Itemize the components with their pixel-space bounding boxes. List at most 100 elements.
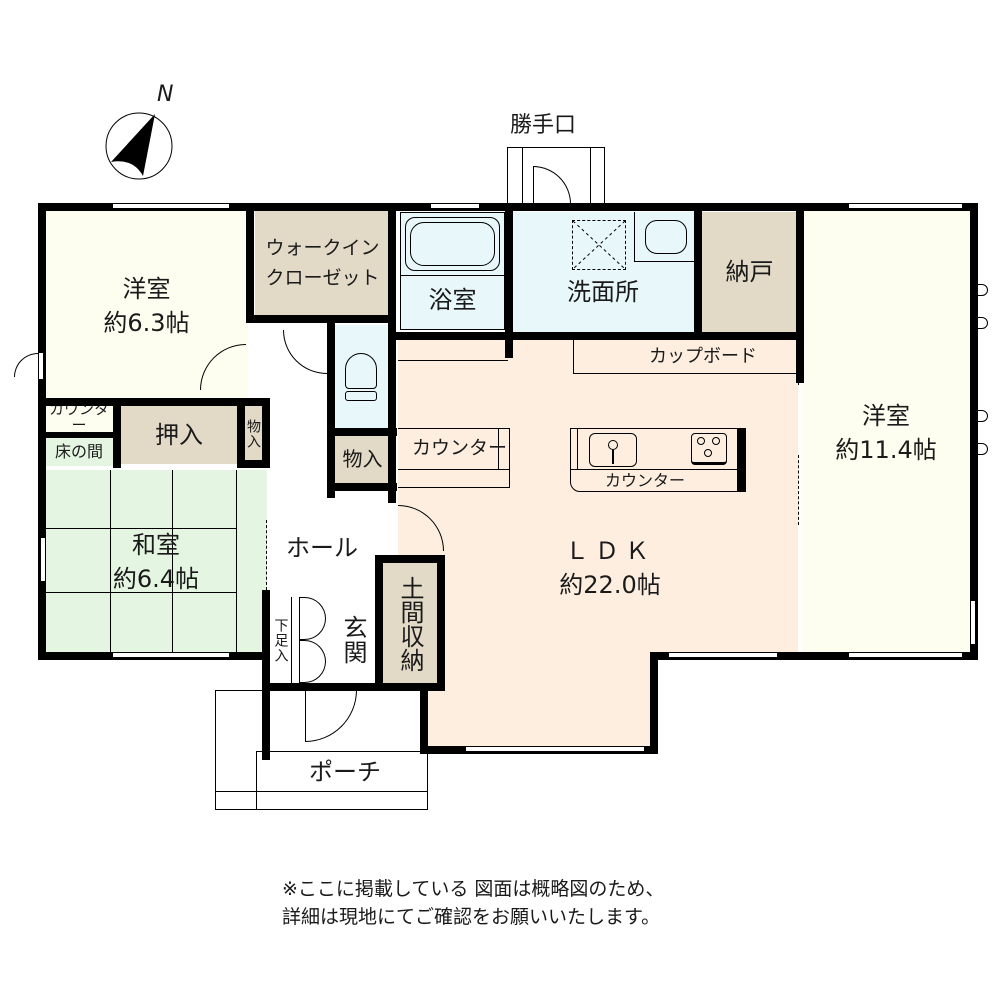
wall bbox=[327, 318, 335, 498]
ldk-upper-shelf bbox=[398, 337, 508, 361]
window bbox=[38, 352, 44, 380]
room-name: カップボード bbox=[649, 345, 757, 367]
disclaimer-line2: 詳細は現地にてご確認をお願いいたします。 bbox=[282, 906, 661, 928]
wall bbox=[650, 652, 978, 660]
room-name: ホール bbox=[286, 534, 358, 562]
sliding-door bbox=[266, 520, 267, 590]
room-name: 物入 bbox=[342, 447, 383, 471]
room-name: 物入 bbox=[245, 419, 261, 449]
ldk bbox=[398, 337, 798, 655]
sliding-door bbox=[575, 334, 620, 335]
wall bbox=[375, 555, 383, 691]
vent-icon bbox=[976, 410, 988, 422]
closet-oshiire: 押入 bbox=[121, 406, 237, 464]
room-size: 約6.4帖 bbox=[112, 564, 200, 593]
counter-corner: カウンター bbox=[45, 401, 113, 433]
room-name: 納戸 bbox=[725, 258, 774, 286]
room-name: 洋室 bbox=[862, 401, 910, 430]
room-name-line1: ウォークイン bbox=[265, 236, 380, 259]
western-room-2: 洋室 約11.4帖 bbox=[802, 210, 970, 655]
wash-basin-icon bbox=[634, 212, 696, 262]
room-name: 洋室 bbox=[122, 275, 171, 303]
washroom: 洗面所 bbox=[512, 212, 696, 332]
wall bbox=[650, 652, 658, 754]
counter-label: カウンター bbox=[412, 437, 508, 459]
window bbox=[430, 203, 480, 209]
counter-label: カウンター bbox=[605, 471, 686, 490]
wall bbox=[237, 398, 245, 468]
hall-door-swing bbox=[283, 330, 327, 374]
ldk-counter-left: カウンター bbox=[398, 428, 510, 488]
vent-icon bbox=[976, 284, 988, 296]
room-size: 約22.0帖 bbox=[559, 570, 661, 599]
room-name: 床の間 bbox=[54, 442, 103, 461]
storeroom: 納戸 bbox=[702, 212, 797, 332]
window bbox=[668, 652, 778, 658]
room-name: 浴室 bbox=[428, 286, 477, 314]
kitchen-counter: カウンター bbox=[570, 428, 746, 492]
wall bbox=[237, 460, 270, 468]
wall bbox=[246, 315, 396, 323]
room-size: 約11.4帖 bbox=[835, 435, 937, 464]
wall bbox=[262, 590, 270, 760]
ldk-label: ＬＤＫ 約22.0帖 bbox=[500, 530, 720, 605]
wall bbox=[388, 203, 396, 503]
wall bbox=[437, 555, 445, 691]
room-name: 押入 bbox=[155, 421, 203, 449]
wall bbox=[262, 683, 437, 691]
storage-small-1: 物入 bbox=[244, 406, 262, 462]
ldk-lower bbox=[428, 650, 653, 750]
window bbox=[848, 652, 963, 658]
hall: ホール bbox=[272, 525, 372, 571]
wall bbox=[38, 203, 46, 658]
north-arrow-icon bbox=[105, 112, 173, 180]
porch: ポーチ bbox=[290, 752, 400, 792]
sink-icon bbox=[589, 433, 637, 467]
room-name: 和室 bbox=[132, 530, 180, 559]
vent-icon bbox=[976, 317, 988, 329]
wall bbox=[38, 432, 118, 438]
window bbox=[40, 537, 46, 582]
room-name: 洗面所 bbox=[567, 278, 639, 306]
cupboard: カップボード bbox=[573, 340, 797, 374]
window bbox=[848, 203, 963, 209]
wall bbox=[327, 428, 397, 436]
wall bbox=[38, 398, 270, 406]
shoe-storage: 下足入 bbox=[270, 597, 292, 683]
wall bbox=[327, 483, 397, 491]
compass-north-label: N bbox=[157, 82, 174, 107]
toilet-icon bbox=[345, 353, 377, 389]
window bbox=[465, 746, 645, 752]
compass: N bbox=[105, 82, 173, 180]
back-door-label: 勝手口 bbox=[510, 113, 577, 138]
tokonoma: 床の間 bbox=[45, 438, 113, 466]
bathtub-icon bbox=[405, 217, 500, 271]
room-size: 約6.3帖 bbox=[103, 309, 190, 337]
wall bbox=[246, 203, 254, 323]
wall bbox=[505, 203, 513, 358]
wall bbox=[262, 398, 270, 468]
toilet bbox=[335, 325, 390, 428]
tatami-lines bbox=[45, 470, 267, 653]
washing-machine-pan bbox=[572, 220, 626, 270]
bathroom: 浴室 bbox=[400, 212, 505, 330]
disclaimer-line1: ※ここに掲載している 図面は概略図のため、 bbox=[282, 878, 665, 900]
vent-icon bbox=[976, 443, 988, 455]
stove-icon bbox=[691, 433, 727, 465]
wall bbox=[420, 685, 428, 754]
sliding-door bbox=[798, 345, 799, 385]
room-name-line2: クローゼット bbox=[265, 266, 380, 289]
back-door-step bbox=[507, 147, 605, 205]
window bbox=[112, 652, 230, 658]
wall bbox=[796, 203, 804, 383]
wall bbox=[388, 332, 798, 340]
room-name: ポーチ bbox=[309, 758, 381, 786]
wall bbox=[375, 555, 445, 563]
sliding-door bbox=[798, 455, 799, 525]
window bbox=[970, 600, 976, 645]
back-door-swing bbox=[533, 166, 571, 204]
exterior-door-swing bbox=[14, 353, 38, 377]
storage-small-2: 物入 bbox=[335, 435, 390, 483]
window bbox=[112, 203, 230, 209]
wall bbox=[694, 203, 702, 338]
